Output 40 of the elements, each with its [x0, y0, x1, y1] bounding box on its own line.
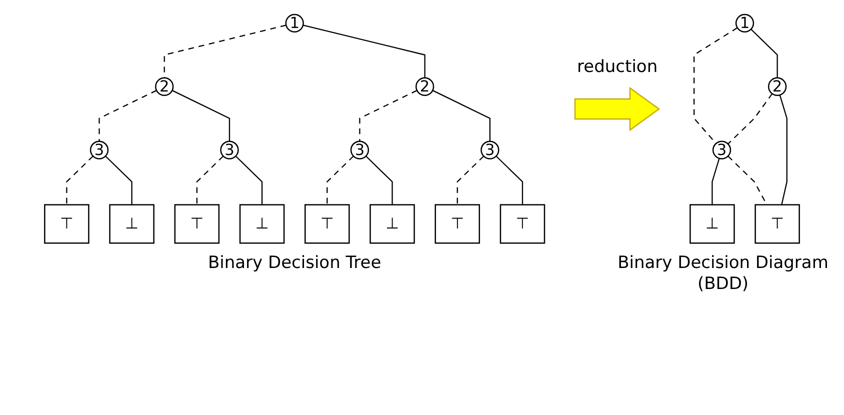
node-circle: 2: [155, 77, 174, 96]
node-circle: 2: [415, 77, 434, 96]
connector: [366, 156, 393, 205]
node-box: ⊤: [754, 204, 800, 244]
transform-label: reduction: [576, 56, 659, 78]
connector: [66, 156, 94, 205]
connector: [728, 93, 773, 144]
connector: [196, 156, 224, 205]
connector: [432, 90, 490, 142]
node-box: ⊤: [434, 204, 480, 244]
connector: [302, 24, 426, 78]
node-circle: 3: [90, 140, 109, 160]
node-circle: 1: [735, 14, 754, 32]
connector: [712, 158, 720, 205]
node-circle: 3: [350, 140, 370, 160]
node-box: ⊥: [239, 204, 285, 244]
node-box: ⊤: [174, 204, 220, 244]
node-box: ⊥: [690, 204, 735, 244]
diagram-caption: Binary Decision Diagram (BDD): [616, 253, 830, 296]
connector: [172, 90, 230, 142]
node-box: ⊥: [109, 204, 154, 244]
connector: [98, 90, 157, 142]
node-box: ⊤: [44, 204, 90, 244]
connector: [326, 156, 354, 205]
connector: [496, 156, 524, 205]
connector: [359, 90, 418, 142]
connector: [235, 156, 263, 205]
connector: [456, 156, 484, 205]
node-circle: 1: [285, 14, 304, 32]
node-circle: 3: [712, 140, 732, 160]
connector: [105, 156, 132, 205]
node-box: ⊤: [304, 204, 350, 244]
node-box: ⊤: [500, 204, 546, 244]
node-circle: 3: [220, 140, 239, 160]
node-box: ⊥: [370, 204, 415, 244]
node-circle: 2: [768, 77, 787, 96]
node-circle: 3: [480, 140, 500, 160]
connector: [779, 94, 788, 205]
connector: [750, 28, 778, 78]
diagram-caption: Binary Decision Tree: [206, 253, 382, 274]
